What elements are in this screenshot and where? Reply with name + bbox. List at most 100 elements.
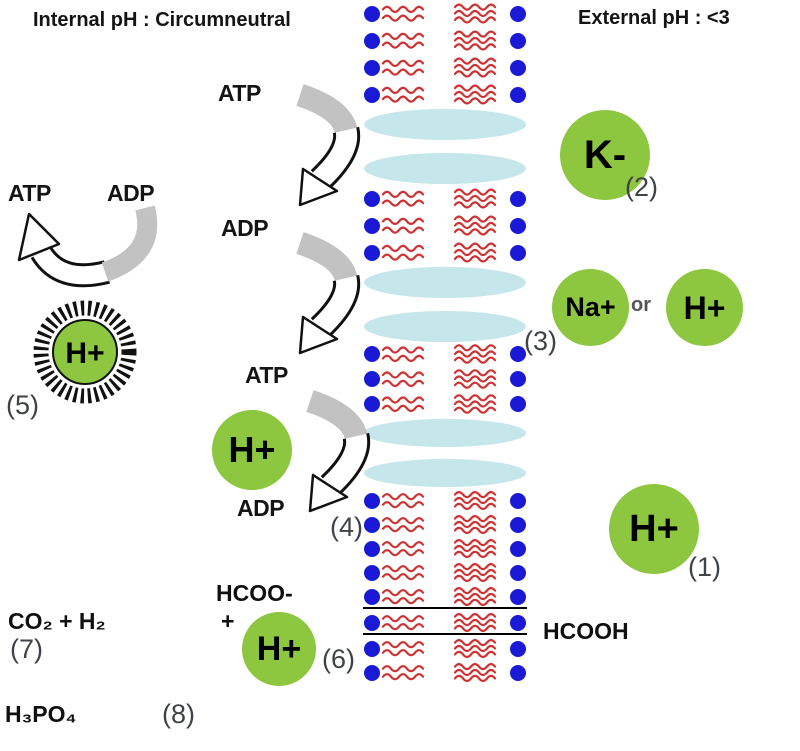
lipid-head <box>510 59 526 76</box>
pump1-atp-label: ATP <box>218 80 261 106</box>
transport-protein-channel <box>363 267 527 342</box>
lipid-tails <box>453 587 497 606</box>
membrane-protein-ellipse <box>364 109 526 140</box>
phospholipid-left-leaflet <box>363 538 439 559</box>
synthase-adp-label: ADP <box>107 180 155 206</box>
lipid-tails <box>453 639 497 658</box>
phospholipid-left-leaflet <box>363 514 439 535</box>
co2-h2-label: CO₂ + H₂ <box>8 608 106 634</box>
membrane-protein-ellipse <box>364 267 526 298</box>
lipid-head <box>510 564 526 581</box>
mechanism-4-number: (4) <box>330 512 363 542</box>
lipid-head <box>510 244 526 261</box>
mechanism-3-number: (3) <box>524 326 557 356</box>
synthase-atp-label: ATP <box>8 180 51 206</box>
lipid-tails <box>453 84 497 105</box>
lipid-tails <box>381 5 425 22</box>
proton-circle-pumped: H+ <box>212 410 292 490</box>
atp-synthesis-arrow <box>17 205 158 288</box>
potassium-ion-label: K- <box>583 133 627 177</box>
phospholipid-left-leaflet <box>363 638 439 659</box>
lipid-tails <box>453 215 497 236</box>
proton-external-label: H+ <box>629 508 679 550</box>
external-ph-header: External pH : <3 <box>578 7 730 29</box>
lipid-bilayer-membrane <box>363 0 527 685</box>
lipid-head <box>364 59 380 76</box>
phospholipid-row <box>363 393 527 415</box>
atp-hydrolysis-arrow-1 <box>296 84 361 207</box>
lipid-head <box>510 640 526 657</box>
lipid-tails <box>381 396 425 412</box>
lipid-head <box>510 516 526 533</box>
lipid-tails <box>453 563 497 582</box>
proton-pumped-label: H+ <box>228 429 276 470</box>
membrane-protein-ellipse <box>364 153 526 184</box>
proton-circle-antiporter: H+ <box>666 269 743 346</box>
lipid-head <box>364 32 380 49</box>
lipid-head <box>364 664 380 681</box>
lipid-head <box>364 86 380 103</box>
phospholipid-left-leaflet <box>363 2 439 25</box>
phospholipid-right-leaflet <box>445 214 527 237</box>
proton-impermeable-vesicle: H+ <box>13 288 155 426</box>
phospholipid-row <box>363 56 527 79</box>
lipid-head <box>364 614 380 631</box>
lipid-tails <box>381 86 425 103</box>
lipid-head <box>364 640 380 657</box>
membrane-protein-ellipse <box>364 311 526 342</box>
phospholipid-right-leaflet <box>445 29 527 52</box>
internal-ph-header: Internal pH : Circumneutral <box>33 9 291 31</box>
phospholipid-left-leaflet <box>363 562 439 583</box>
phospholipid-left-leaflet <box>363 368 439 390</box>
phospholipid-row <box>363 187 527 210</box>
lipid-tails <box>381 190 425 207</box>
lipid-tails <box>453 57 497 78</box>
lipid-head <box>510 371 526 387</box>
lipid-tails <box>453 188 497 209</box>
membrane-protein-ellipse <box>364 459 526 487</box>
lipid-head <box>510 492 526 509</box>
lipid-tails <box>381 665 425 681</box>
lipid-tails <box>453 394 497 414</box>
proton-formate-label: H+ <box>256 630 302 668</box>
lipid-head <box>510 32 526 49</box>
proton-circle-external: H+ <box>609 484 699 574</box>
phospholipid-right-leaflet <box>445 638 527 659</box>
sodium-ion-circle: Na+ <box>552 269 629 346</box>
transport-protein-channel <box>363 419 527 487</box>
lipid-tails <box>453 515 497 534</box>
lipid-head <box>510 217 526 234</box>
lipid-tails <box>453 30 497 51</box>
lipid-head <box>510 190 526 207</box>
phospholipid-right-leaflet <box>445 241 527 264</box>
lipid-tails <box>453 613 497 632</box>
phospholipid-left-leaflet <box>363 490 439 511</box>
mechanism-2-number: (2) <box>625 172 658 202</box>
proton-circle-formate: H+ <box>242 612 316 686</box>
lipid-head <box>510 614 526 631</box>
phospholipid-row <box>363 612 527 635</box>
lipid-tails <box>453 539 497 558</box>
phospholipid-row <box>363 586 527 609</box>
phospholipid-row <box>363 214 527 237</box>
atp-hydrolysis-arrow-2 <box>296 232 361 355</box>
lipid-tails <box>381 517 425 533</box>
phospholipid-right-leaflet <box>445 514 527 535</box>
proton-antiporter-label: H+ <box>683 289 726 326</box>
phospholipid-right-leaflet <box>445 393 527 415</box>
lipid-tails <box>381 541 425 557</box>
lipid-tails <box>381 565 425 581</box>
phospholipid-row <box>363 241 527 264</box>
lipid-tails <box>381 346 425 362</box>
lipid-tails <box>381 244 425 261</box>
lipid-head <box>364 190 380 207</box>
mechanism-6-number: (6) <box>322 644 355 674</box>
atp-hydrolysis-arrow-3 <box>306 390 371 513</box>
lipid-head <box>364 244 380 261</box>
lipid-head <box>364 396 380 412</box>
lipid-head <box>364 516 380 533</box>
lipid-head <box>510 396 526 412</box>
lipid-tails <box>381 641 425 657</box>
lipid-head <box>510 588 526 605</box>
